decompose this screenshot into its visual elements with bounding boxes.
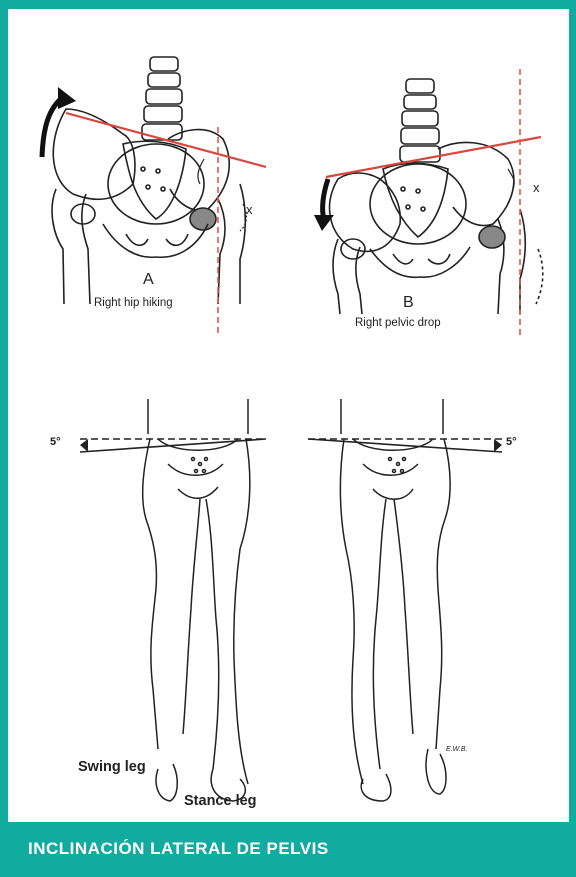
- svg-text:x: x: [246, 202, 253, 217]
- pelvis-illustration: x A Right hip hiking x B Right pelvic dr…: [8, 9, 569, 822]
- angle-right-label: 5°: [506, 436, 517, 448]
- legs-figure-left: [143, 399, 250, 801]
- spine-a: [142, 57, 182, 140]
- panel-a-caption: Right hip hiking: [94, 297, 173, 309]
- artist-signature: E.W.B.: [446, 746, 468, 753]
- swing-leg-label: Swing leg: [78, 759, 146, 775]
- legs-figure-right: [340, 399, 450, 801]
- pelvis-diagram-a: [52, 57, 245, 304]
- panel-b-caption: Right pelvic drop: [355, 317, 441, 329]
- svg-text:x: x: [533, 180, 540, 195]
- spine-b: [400, 79, 440, 162]
- pelvis-diagram-b: [330, 79, 543, 314]
- stance-leg-label: Stance leg: [184, 793, 257, 809]
- panel-a-letter: A: [143, 271, 154, 288]
- figure-panel: x A Right hip hiking x B Right pelvic dr…: [8, 9, 569, 822]
- figure-title: INCLINACIÓN LATERAL DE PELVIS: [28, 839, 329, 859]
- downward-arrow-icon: [323, 179, 328, 219]
- angle-left-label: 5°: [50, 436, 61, 448]
- panel-b-letter: B: [403, 294, 414, 311]
- pelvis-tilt-line-a: [66, 113, 266, 167]
- level-line-left: [80, 439, 266, 452]
